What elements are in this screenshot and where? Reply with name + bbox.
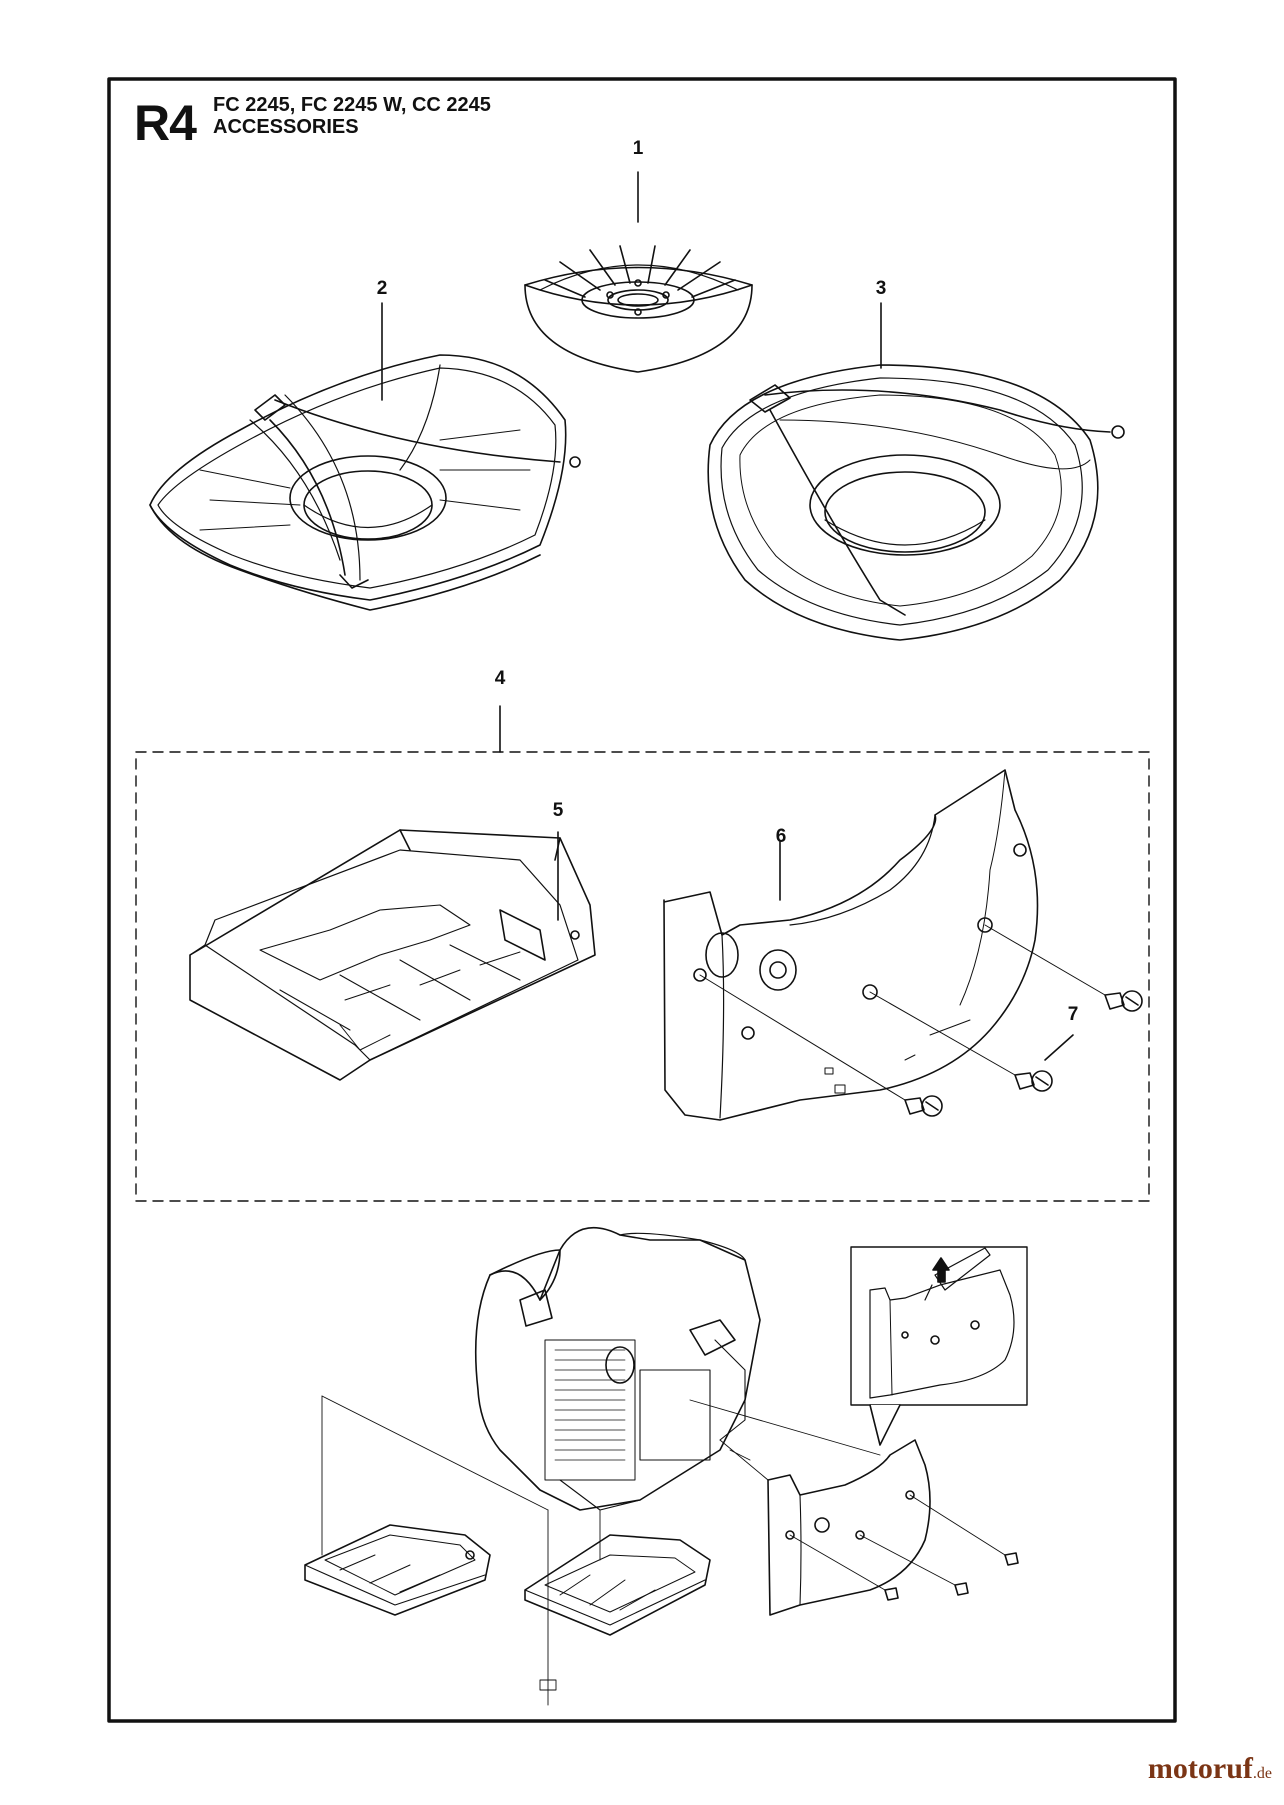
assembly-side-plate [304,1524,491,1616]
callout-6: 6 [775,826,787,847]
watermark-brand-a: motor [1147,1752,1227,1785]
part-4-kit-box [135,705,1150,1202]
watermark-brand-b: uf [1226,1752,1253,1785]
part-2-triangular-guard [149,302,581,611]
screw-a [904,1095,943,1117]
part-6-cylinder-cover [663,769,1039,1121]
assembly-leaders [321,1395,881,1706]
callout-4: 4 [494,668,506,689]
screw-b [1014,1070,1053,1092]
inset-detail [850,1246,1028,1446]
assembly-cover [767,1439,1019,1616]
diagram-title: ACCESSORIES [213,116,359,138]
callout-1: 1 [632,138,644,159]
callout-5: 5 [552,800,564,821]
part-5-tray [189,829,596,1081]
assembly-tray [524,1534,711,1636]
engine-assembly [474,1226,761,1511]
watermark-logo: motoruf.de [1148,1752,1272,1786]
part-7-screws [699,924,1143,1117]
screw-c [1104,990,1143,1012]
model-list: FC 2245, FC 2245 W, CC 2245 [213,94,491,116]
watermark-tld: .de [1252,1765,1272,1782]
page-frame [107,77,1177,1723]
diagram-code: R4 [134,95,197,151]
callout-2: 2 [376,278,388,299]
part-3-round-guard [707,302,1125,641]
callout-3: 3 [875,278,887,299]
callout-7: 7 [1067,1004,1079,1025]
part-1-bowl [524,171,753,373]
